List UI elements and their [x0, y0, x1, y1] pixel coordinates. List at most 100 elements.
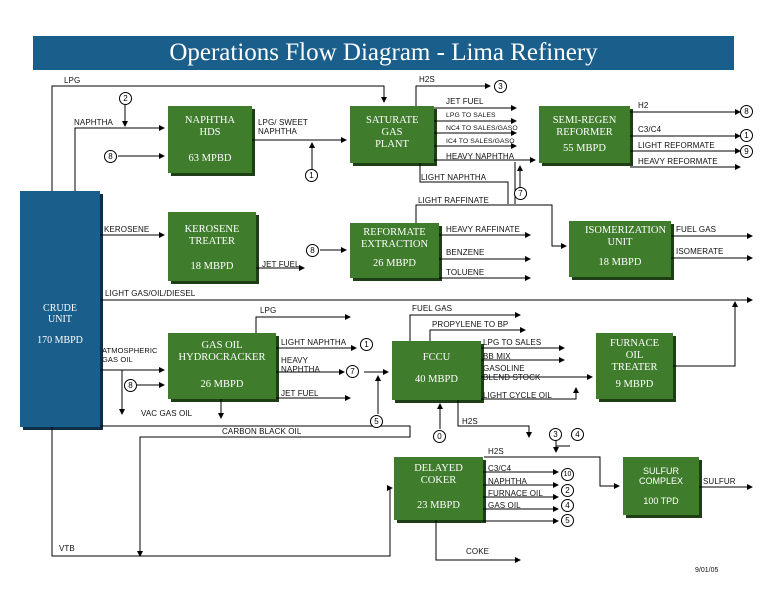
furnace-oil-treater-block: FURNACE OIL TREATER 9 MBPD — [596, 333, 673, 399]
saturate-gas-plant-block: SATURATE GAS PLANT — [350, 106, 434, 163]
label-light-reformate: LIGHT REFORMATE — [638, 141, 715, 150]
semi-regen-reformer-block: SEMI-REGEN REFORMER 55 MBPD — [539, 106, 630, 163]
label-lpg-to-sales-gp: LPG TO SALES — [446, 112, 496, 119]
label-coke: COKE — [466, 547, 490, 556]
label-isomerate: ISOMERATE — [676, 247, 724, 256]
naphtha-hds-block: NAPHTHA HDS 63 MPBD — [168, 106, 252, 173]
label-heavy-naphtha-hck: HEAVY NAPHTHA — [281, 356, 320, 374]
label-propylene-to-bp: PROPYLENE TO BP — [432, 320, 509, 329]
unit-capacity: 18 MBPD — [190, 260, 234, 272]
isomerization-unit-block: ISOMERIZATION UNIT 18 MBPD — [569, 221, 671, 277]
circle-ref: 8 — [306, 244, 319, 257]
label-lpg-sweet-naphtha: LPG/ SWEET NAPHTHA — [258, 118, 308, 136]
gas-oil-hydrocracker-block: GAS OIL HYDROCRACKER 26 MBPD — [168, 333, 276, 399]
circle-ref: 2 — [561, 484, 574, 497]
circle-ref: 4 — [571, 428, 584, 441]
label-heavy-reformate: HEAVY REFORMATE — [638, 157, 718, 166]
unit-capacity: 55 MBPD — [563, 142, 606, 154]
unit-capacity: 40 MBPD — [415, 373, 458, 385]
delayed-coker-block: DELAYED COKER 23 MBPD — [394, 457, 483, 520]
label-fuel-gas-fccu: FUEL GAS — [412, 304, 453, 313]
circle-ref: 7 — [346, 365, 359, 378]
label-toluene: TOLUENE — [446, 268, 485, 277]
flow-h2s-coker — [484, 456, 620, 489]
label-bb-mix: BB MIX — [483, 352, 511, 361]
crude-unit-block: CRUDE UNIT 170 MBPD — [20, 191, 100, 427]
label-fuel-gas-isom: FUEL GAS — [676, 225, 717, 234]
circle-ref: 8 — [740, 105, 753, 118]
label-h2s-fccu: H2S — [462, 417, 478, 426]
label-light-raffinate: LIGHT RAFFINATE — [418, 196, 489, 205]
label-lpg-hck: LPG — [260, 306, 277, 315]
unit-name: REFORMATE EXTRACTION — [360, 227, 429, 251]
label-heavy-naphtha-gp: HEAVY NAPHTHA — [446, 152, 515, 161]
flow-naphtha — [74, 125, 165, 191]
label-lpg-to-sales-fccu: LPG TO SALES — [483, 338, 542, 347]
crude-unit-name: CRUDE UNIT — [43, 303, 77, 325]
unit-name: SATURATE GAS PLANT — [366, 115, 419, 151]
sulfur-complex-block: SULFUR COMPLEX 100 TPD — [623, 457, 699, 515]
label-kerosene: KEROSENE — [104, 225, 150, 234]
unit-capacity: 23 MBPD — [417, 499, 460, 511]
flow-light-raffinate — [415, 204, 567, 249]
label-gasoline-blend-stock: GASOLINE BLEND STOCK — [483, 364, 541, 382]
flow-light-naphtha — [419, 163, 509, 204]
label-c3c4-coker: C3/C4 — [488, 464, 512, 473]
label-vtb: VTB — [59, 544, 75, 553]
circle-ref: 9 — [740, 145, 753, 158]
label-vac-gas-oil: VAC GAS OIL — [141, 409, 193, 418]
unit-capacity: 63 MPBD — [188, 152, 232, 164]
reformate-extraction-block: REFORMATE EXTRACTION 26 MBPD — [350, 223, 439, 278]
circle-ref: 8 — [104, 150, 117, 163]
kerosene-treater-block: KEROSENE TREATER 18 MBPD — [168, 212, 256, 281]
label-gas-oil-coker: GAS OIL — [488, 501, 521, 510]
unit-name: NAPHTHA HDS — [184, 115, 236, 139]
circle-ref: 8 — [124, 379, 137, 392]
label-nc4-to-sales: NC4 TO SALES/GASO — [446, 125, 518, 132]
circle-ref: 4 — [561, 499, 574, 512]
unit-capacity: 9 MBPD — [615, 378, 654, 390]
label-h2s-top: H2S — [419, 75, 435, 84]
unit-name: DELAYED COKER — [414, 463, 463, 487]
label-light-naphtha: LIGHT NAPHTHA — [421, 173, 487, 182]
flow-carbon-black-oil — [100, 425, 411, 557]
circle-ref: 2 — [119, 92, 132, 105]
label-naphtha-coker: NAPHTHA — [488, 477, 527, 486]
unit-name: FURNACE OIL TREATER — [609, 338, 659, 374]
unit-name: SEMI-REGEN REFORMER — [552, 115, 617, 139]
circle-ref: 1 — [740, 129, 753, 142]
label-atmospheric-gas-oil: ATMOSPHERIC GAS OIL — [102, 346, 158, 364]
unit-name: FCCU — [422, 352, 451, 363]
unit-name: SULFUR COMPLEX — [638, 466, 683, 487]
label-ic4-to-sales: IC4 TO SALES/GASO — [446, 138, 515, 145]
unit-name: KEROSENE TREATER — [184, 224, 240, 248]
label-heavy-raffinate: HEAVY RAFFINATE — [446, 225, 520, 234]
label-h2s-coker: H2S — [488, 447, 504, 456]
circle-ref: 10 — [561, 468, 574, 481]
unit-capacity: 100 TPD — [643, 495, 679, 506]
label-sulfur: SULFUR — [703, 477, 736, 486]
label-jet-fuel-hck: JET FUEL — [281, 389, 319, 398]
circle-ref: 3 — [494, 80, 507, 93]
label-jet-fuel-gp: JET FUEL — [446, 97, 484, 106]
label-lpg: LPG — [64, 76, 81, 85]
date-stamp: 9/01/05 — [695, 567, 719, 574]
circle-ref: 7 — [514, 187, 527, 200]
flow-lpg — [51, 85, 387, 191]
label-light-gas-oil-diesel: LIGHT GAS/OIL/DIESEL — [105, 289, 196, 298]
label-furnace-oil: FURNACE OIL — [488, 489, 543, 498]
circle-ref: 3 — [549, 428, 562, 441]
crude-unit-capacity: 170 MBPD — [37, 335, 83, 346]
unit-capacity: 18 MBPD — [598, 256, 642, 268]
circle-ref: 5 — [370, 415, 383, 428]
circle-ref: 5 — [561, 514, 574, 527]
label-carbon-black-oil: CARBON BLACK OIL — [222, 427, 302, 436]
circle-ref: 1 — [360, 338, 373, 351]
circle-ref: 1 — [305, 169, 318, 182]
unit-name: GAS OIL HYDROCRACKER — [178, 340, 266, 364]
diagram-title: Operations Flow Diagram - Lima Refinery — [33, 36, 734, 70]
label-light-cycle-oil: LIGHT CYCLE OIL — [483, 391, 552, 400]
label-naphtha: NAPHTHA — [74, 118, 113, 127]
label-benzene: BENZENE — [446, 248, 485, 257]
